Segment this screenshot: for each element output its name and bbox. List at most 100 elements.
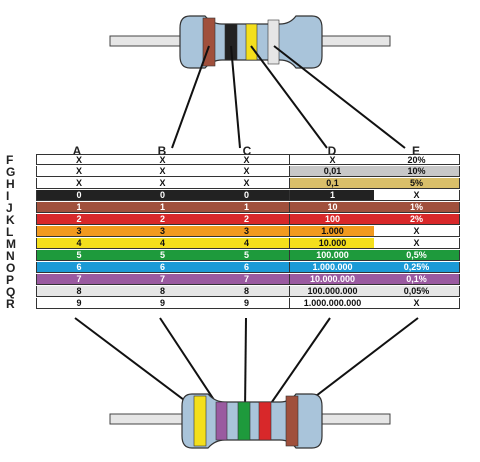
pointer-line-bottom-a [74, 317, 201, 413]
table-cell: 1.000 [290, 226, 376, 237]
column-header-e: E [411, 144, 420, 158]
table-cell: 0,1% [374, 274, 460, 285]
table-cell: 6 [204, 262, 290, 273]
bottom-band-2 [215, 401, 228, 441]
table-cell: 100.000.000 [290, 286, 376, 297]
top-pointer-lines [171, 45, 406, 149]
table-cell: 5 [36, 250, 122, 261]
table-cell: 1.000.000 [290, 262, 376, 273]
table-cell: X [374, 190, 460, 201]
column-header-c: C [242, 144, 252, 158]
table-cell: 6 [36, 262, 122, 273]
table-cell: 3 [36, 226, 122, 237]
table-cell: 9 [204, 298, 290, 309]
table-cell: 9 [120, 298, 206, 309]
table-cell: 0,1 [290, 178, 376, 189]
pointer-line-d [273, 45, 406, 149]
pointer-line-bottom-c [244, 317, 247, 413]
table-cell: X [204, 166, 290, 177]
row-label: G [6, 165, 16, 179]
table-cell: X [36, 178, 122, 189]
table-cell: 0 [204, 190, 290, 201]
row-label: P [6, 273, 15, 287]
table-cell: 4 [36, 238, 122, 249]
top-resistor [109, 15, 391, 69]
bottom-resistor [109, 393, 391, 449]
row-label: M [6, 237, 16, 251]
row-label: R [6, 297, 15, 311]
table-cell: 6 [120, 262, 206, 273]
table-cell: 20% [374, 154, 460, 165]
table-cell: 7 [36, 274, 122, 285]
table-cell: X [374, 226, 460, 237]
column-header-b: B [157, 144, 167, 158]
table-cell: 2 [120, 214, 206, 225]
table-cell: 0,25% [374, 262, 460, 273]
table-cell: 8 [36, 286, 122, 297]
pointer-line-c [250, 45, 328, 149]
bottom-band-4 [258, 401, 272, 441]
table-cell: X [120, 166, 206, 177]
row-label: Q [6, 285, 16, 299]
table-cell: 1 [120, 202, 206, 213]
table-cell: X [120, 178, 206, 189]
table-cell: X [204, 178, 290, 189]
table-cell: 0,01 [290, 166, 376, 177]
table-cell: 7 [204, 274, 290, 285]
row-label: K [6, 213, 15, 227]
table-cell: 1 [36, 202, 122, 213]
row-label: J [6, 201, 13, 215]
table-cell: 100.000 [290, 250, 376, 261]
bottom-pointer-lines [74, 317, 419, 413]
bottom-band-1 [193, 395, 207, 447]
table-cell: 5% [374, 178, 460, 189]
table-cell: 8 [120, 286, 206, 297]
table-cell: 100 [290, 214, 376, 225]
bottom-band-5 [285, 395, 299, 447]
table-cell: 2 [204, 214, 290, 225]
table-cell: X [36, 154, 122, 165]
pointer-line-b [230, 45, 241, 149]
pointer-line-a [171, 45, 210, 149]
table-cell: 8 [204, 286, 290, 297]
pointer-line-bottom-b [159, 317, 223, 413]
bottom-band-3 [237, 401, 251, 441]
row-label: L [6, 225, 14, 239]
table-cell: 10.000 [290, 238, 376, 249]
column-header-d: D [327, 144, 337, 158]
table-cell: 10.000.000 [290, 274, 376, 285]
table-cell: 1 [290, 190, 376, 201]
table-cell: X [290, 154, 376, 165]
table-cell: X [374, 238, 460, 249]
row-label: F [6, 153, 14, 167]
table-cell: 1% [374, 202, 460, 213]
table-cell: 4 [204, 238, 290, 249]
table-cell: 7 [120, 274, 206, 285]
table-cell: 0,5% [374, 250, 460, 261]
column-header-a: A [72, 144, 82, 158]
table-cell: 9 [36, 298, 122, 309]
table-cell: X [374, 298, 460, 309]
table-cell: 3 [120, 226, 206, 237]
top-band-4 [267, 19, 280, 65]
table-cell: 10 [290, 202, 376, 213]
row-label: I [6, 189, 10, 203]
row-label: H [6, 177, 15, 191]
table-cell: 2% [374, 214, 460, 225]
table-cell: 5 [204, 250, 290, 261]
table-cell: X [36, 166, 122, 177]
table-cell: 5 [120, 250, 206, 261]
table-cell: 0 [120, 190, 206, 201]
